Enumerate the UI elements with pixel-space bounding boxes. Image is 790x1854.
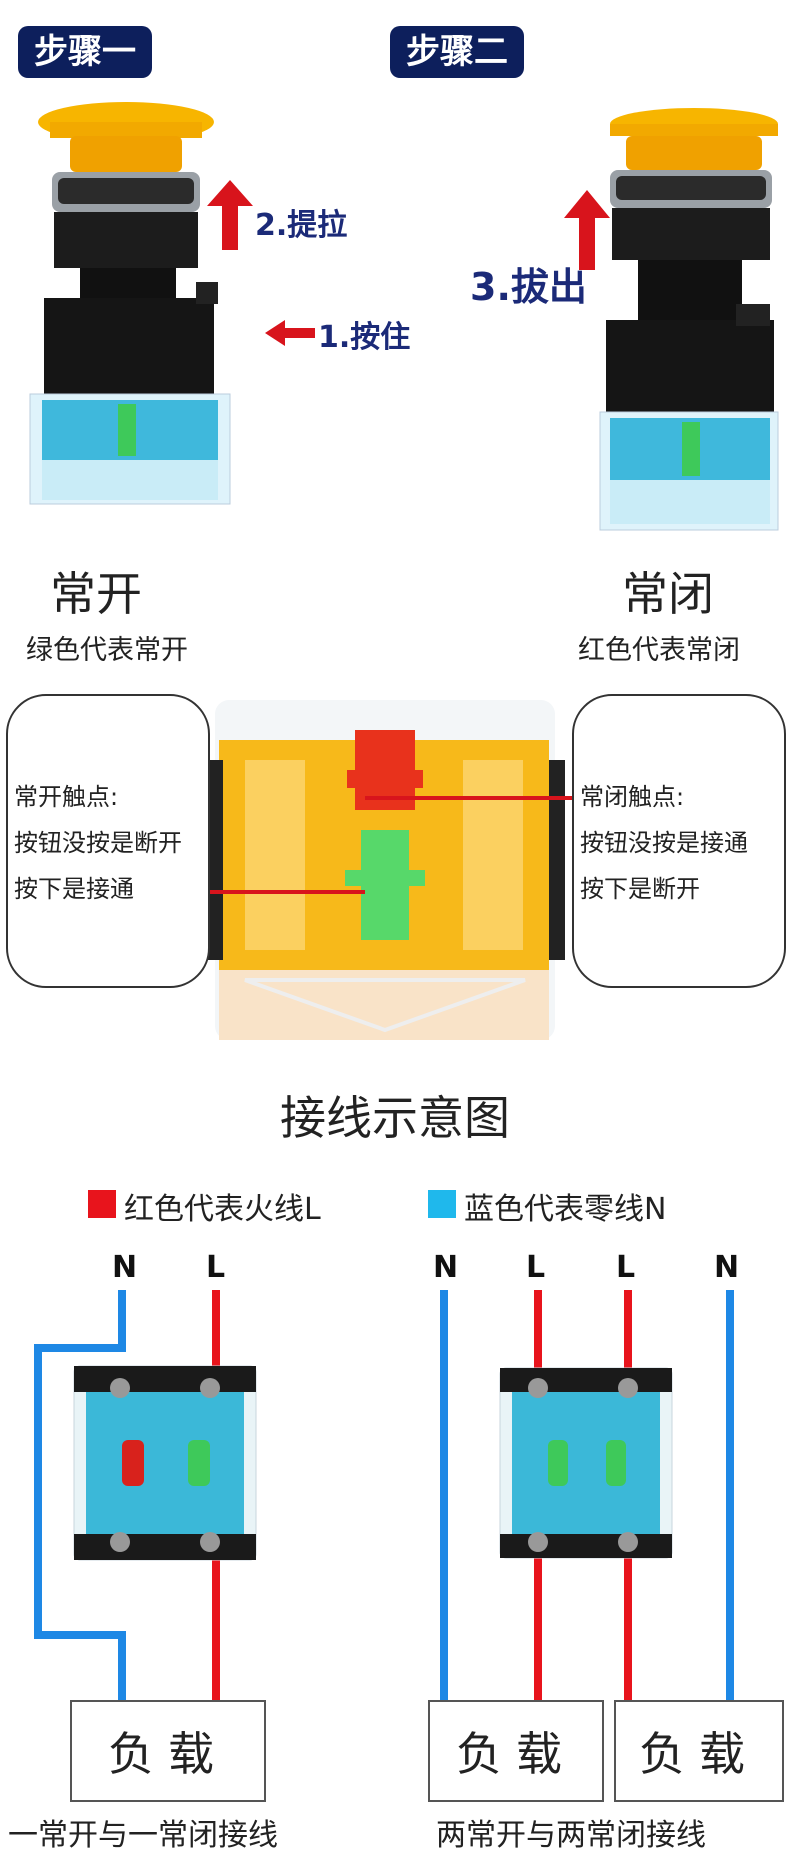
no-note-line: 常开触点: (14, 783, 119, 811)
contact-block-closeup (205, 700, 565, 1040)
nc-note-line: 常闭触点: (580, 783, 685, 811)
live-legend-swatch (88, 1190, 116, 1218)
left-load-box: 负载 (70, 1700, 266, 1802)
wiring-title: 接线示意图 (280, 1091, 510, 1145)
right-neutral-label-2: N (714, 1250, 740, 1285)
pull-arrow-icon (207, 180, 253, 250)
right-caption: 两常开与两常闭接线 (436, 1818, 706, 1853)
normally-closed-note-box (572, 694, 786, 988)
neutral-legend-swatch (428, 1190, 456, 1218)
normally-open-title: 常开 (50, 567, 142, 621)
normally-closed-subtitle: 红色代表常闭 (578, 635, 740, 666)
no-note-line: 按钮没按是断开 (14, 829, 182, 857)
nc-note-line: 按钮没按是接通 (580, 829, 748, 857)
normally-open-note-box (6, 694, 210, 988)
live-legend-label: 红色代表火线L (124, 1192, 321, 1227)
remove-label: 3.拔出 (470, 265, 587, 309)
left-live-label: L (206, 1250, 226, 1285)
right-live-label-1: L (526, 1250, 546, 1285)
step2-button-illustration (599, 108, 779, 531)
contact-pointer-lines (180, 796, 600, 894)
normally-open-note: 常开触点: 按钮没按是断开 按下是接通 (14, 774, 182, 912)
pull-label: 2.提拉 (255, 208, 348, 243)
right-wiring-diagram (440, 1290, 734, 1702)
no-note-line: 按下是接通 (14, 875, 134, 903)
right-load-box-2: 负载 (614, 1700, 784, 1802)
normally-closed-note: 常闭触点: 按钮没按是接通 按下是断开 (580, 774, 748, 912)
nc-note-line: 按下是断开 (580, 875, 700, 903)
right-live-label-2: L (616, 1250, 636, 1285)
right-load-box-1: 负载 (428, 1700, 604, 1802)
step1-badge: 步骤一 (18, 26, 152, 78)
press-label: 1.按住 (318, 320, 411, 355)
neutral-legend-label: 蓝色代表零线N (464, 1192, 667, 1227)
left-caption: 一常开与一常闭接线 (8, 1818, 278, 1853)
right-neutral-label-1: N (433, 1250, 459, 1285)
step1-button-illustration (29, 102, 231, 505)
remove-arrow-icon (564, 190, 610, 270)
left-neutral-label: N (112, 1250, 138, 1285)
step2-badge: 步骤二 (390, 26, 524, 78)
left-wiring-diagram (34, 1290, 257, 1702)
normally-open-subtitle: 绿色代表常开 (26, 635, 188, 666)
normally-closed-title: 常闭 (622, 567, 714, 621)
press-arrow-icon (265, 320, 315, 346)
